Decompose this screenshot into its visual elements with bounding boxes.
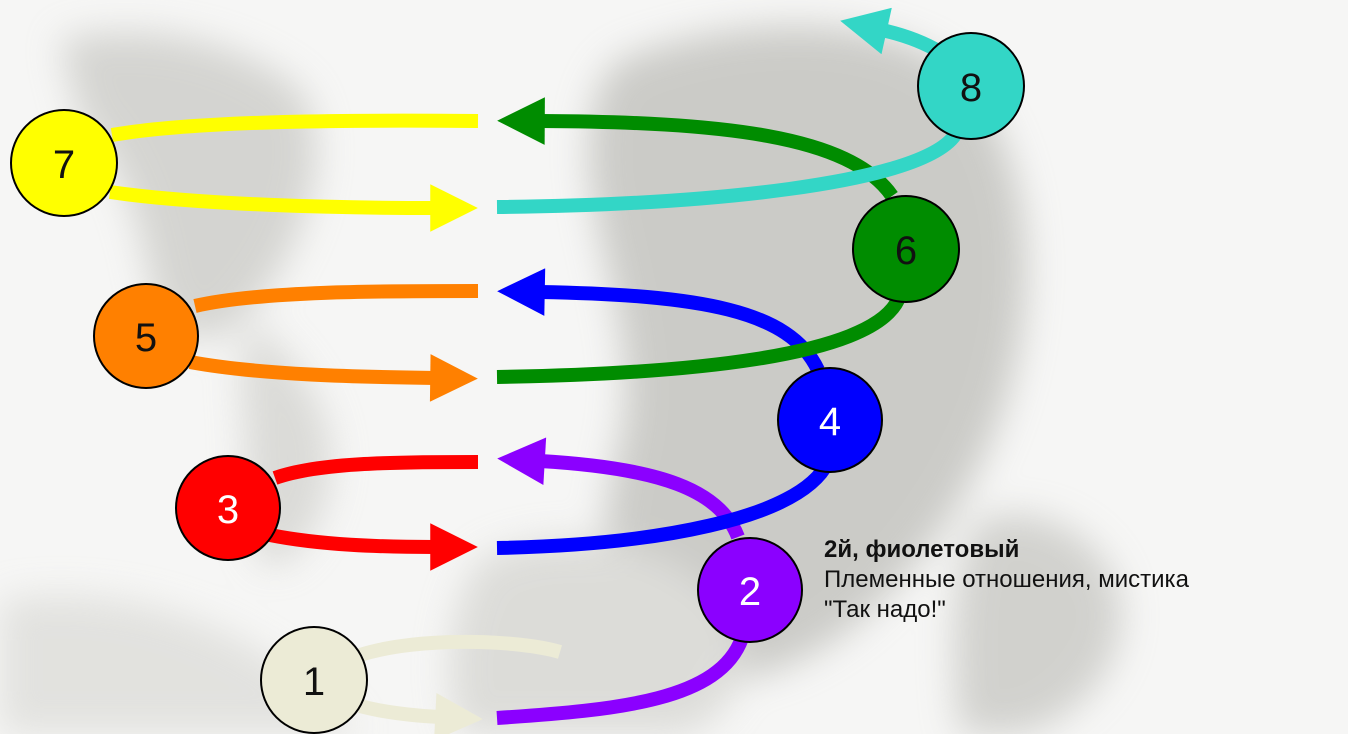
node-6-label: 6 [895, 229, 917, 273]
node-6 [852, 195, 960, 303]
node-8-label: 8 [960, 66, 982, 110]
node-2 [697, 537, 803, 643]
node-4-label: 4 [819, 400, 841, 444]
level-description-line-1: Племенные отношения, мистика [824, 566, 1189, 593]
level-title: 2й, фиолетовый [824, 536, 1020, 563]
arrow-8-out [840, 7, 944, 59]
arrow-to-2 [496, 635, 749, 725]
level-description-line-2: "Так надо!" [824, 596, 946, 623]
arrow-to-6 [496, 296, 905, 384]
node-7 [10, 109, 118, 217]
node-1-label: 1 [303, 660, 325, 704]
arrow-to-4 [496, 458, 835, 555]
node-3-label: 3 [217, 488, 239, 532]
node-3 [175, 455, 281, 561]
arrow-5-forward [188, 354, 478, 402]
node-7-label: 7 [53, 143, 75, 187]
arrow-3-back [272, 455, 479, 485]
node-4 [777, 367, 883, 473]
arrow-3-forward [268, 523, 478, 571]
node-5 [93, 283, 199, 389]
node-8 [917, 32, 1025, 140]
arrow-1-back [357, 634, 563, 662]
node-2-label: 2 [739, 570, 761, 614]
arrow-to-8 [496, 130, 961, 214]
node-5-label: 5 [135, 316, 157, 360]
node-1 [260, 626, 368, 734]
arrow-1-forward [358, 692, 483, 734]
arrow-7-forward [109, 184, 478, 232]
arrow-5-back [193, 284, 479, 313]
level-description: 2й, фиолетовый Племенные отношения, мист… [824, 535, 1344, 625]
arrow-7-back [110, 113, 479, 142]
